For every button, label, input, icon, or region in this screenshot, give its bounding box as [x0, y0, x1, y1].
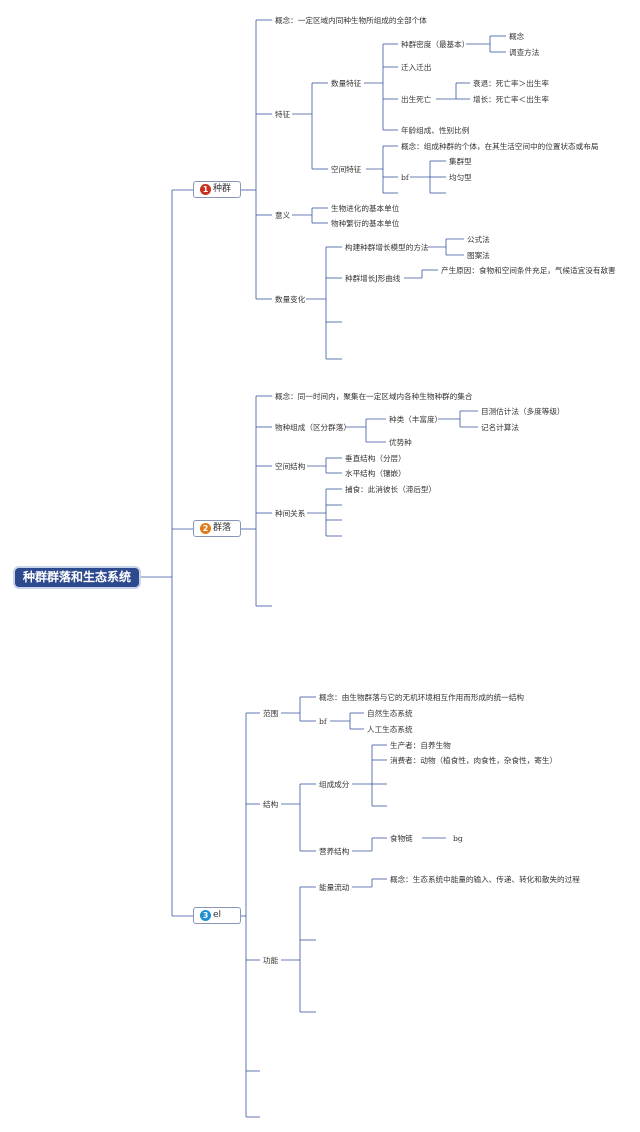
energy-flow[interactable]: 能量流动 [319, 883, 350, 892]
ecosystem-bf[interactable]: bf [319, 717, 327, 726]
ecosystem-components[interactable]: 组成成分 [319, 780, 350, 789]
population-concept[interactable]: 概念：一定区域内同种生物所组成的全部个体 [275, 16, 427, 25]
spatial-traits[interactable]: 空间特征 [331, 165, 362, 174]
population-traits[interactable]: 特征 [275, 110, 291, 119]
count-method[interactable]: 记名计算法 [481, 423, 519, 432]
ecosystem-scope[interactable]: 范围 [263, 709, 279, 718]
decline-type[interactable]: 衰退：死亡率＞出生率 [473, 79, 549, 88]
artificial-ecosystem[interactable]: 人工生态系统 [367, 725, 413, 734]
branch-community[interactable]: 2 群落 [193, 520, 241, 537]
graph-method[interactable]: 图案法 [467, 251, 490, 260]
spatial-concept[interactable]: 概念：组成种群的个体，在其生活空间中的位置状态或布局 [401, 142, 599, 151]
root-topic[interactable]: 种群群落和生态系统 [13, 566, 141, 589]
ecosystem-concept[interactable]: 概念：由生物群落与它的无机环境相互作用而形成的统一结构 [319, 693, 525, 702]
birth-death[interactable]: 出生死亡 [401, 95, 432, 104]
branch-ecosystem[interactable]: 3 el [193, 907, 241, 924]
trophic-structure[interactable]: 营养结构 [319, 847, 350, 856]
horizontal-structure[interactable]: 水平结构（镶嵌） [345, 469, 406, 478]
j-curve[interactable]: 种群增长J形曲线 [345, 274, 401, 283]
spatial-structure[interactable]: 空间结构 [275, 462, 306, 471]
evolution-unit[interactable]: 生物进化的基本单位 [331, 204, 400, 213]
migration[interactable]: 迁入迁出 [401, 63, 432, 72]
build-model-method[interactable]: 构建种群增长模型的方法 [345, 243, 429, 252]
vertical-structure[interactable]: 垂直结构（分层） [345, 454, 406, 463]
formula-method[interactable]: 公式法 [467, 235, 490, 244]
quantity-traits[interactable]: 数量特征 [331, 79, 362, 88]
energy-flow-concept[interactable]: 概念：生态系统中能量的输入、传递、转化和散失的过程 [390, 875, 580, 884]
consumer[interactable]: 消费者：动物（植食性，肉食性，杂食性，寄生） [390, 756, 558, 765]
j-curve-cause[interactable]: 产生原因：食物和空间条件充足，气候适宜没有敌害 [441, 266, 616, 275]
producer[interactable]: 生产者：自养生物 [390, 741, 451, 750]
natural-ecosystem[interactable]: 自然生态系统 [367, 709, 413, 718]
number-three-badge: 3 [200, 910, 211, 921]
growth-type[interactable]: 增长：死亡率＜出生率 [473, 95, 549, 104]
ecosystem-structure[interactable]: 结构 [263, 800, 279, 809]
branch-community-label: 群落 [213, 523, 232, 533]
density-concept[interactable]: 概念 [509, 32, 525, 41]
species-richness[interactable]: 种类（丰富度） [389, 415, 443, 424]
uniform-type[interactable]: 均匀型 [449, 173, 472, 182]
interspecies-relations[interactable]: 种间关系 [275, 509, 306, 518]
branch-population-label: 种群 [213, 184, 232, 194]
species-composition[interactable]: 物种组成（区分群落） [275, 423, 351, 432]
spatial-bf[interactable]: bf [401, 173, 409, 182]
number-one-badge: 1 [200, 184, 211, 195]
predation[interactable]: 捕食：此消彼长（滞后型） [345, 485, 437, 494]
number-two-badge: 2 [200, 523, 211, 534]
quantity-change[interactable]: 数量变化 [275, 295, 306, 304]
reproduction-unit[interactable]: 物种繁衍的基本单位 [331, 219, 400, 228]
population-meaning[interactable]: 意义 [275, 211, 291, 220]
community-concept[interactable]: 概念：同一时间内，聚集在一定区域内各种生物种群的集合 [275, 392, 473, 401]
food-chain-bg[interactable]: bg [453, 834, 463, 843]
branch-ecosystem-label: el [213, 910, 222, 920]
branch-population[interactable]: 1 种群 [193, 181, 241, 198]
clustered-type[interactable]: 集群型 [449, 157, 472, 166]
food-chain[interactable]: 食物链 [390, 834, 413, 843]
visual-estimate-method[interactable]: 目测估计法（多度等级） [481, 407, 565, 416]
population-density[interactable]: 种群密度（最基本） [401, 40, 470, 49]
ecosystem-function[interactable]: 功能 [263, 956, 279, 965]
dominant-species[interactable]: 优势种 [389, 438, 412, 447]
age-sex-ratio[interactable]: 年龄组成、性别比例 [401, 126, 470, 135]
density-survey-method[interactable]: 调查方法 [509, 48, 540, 57]
